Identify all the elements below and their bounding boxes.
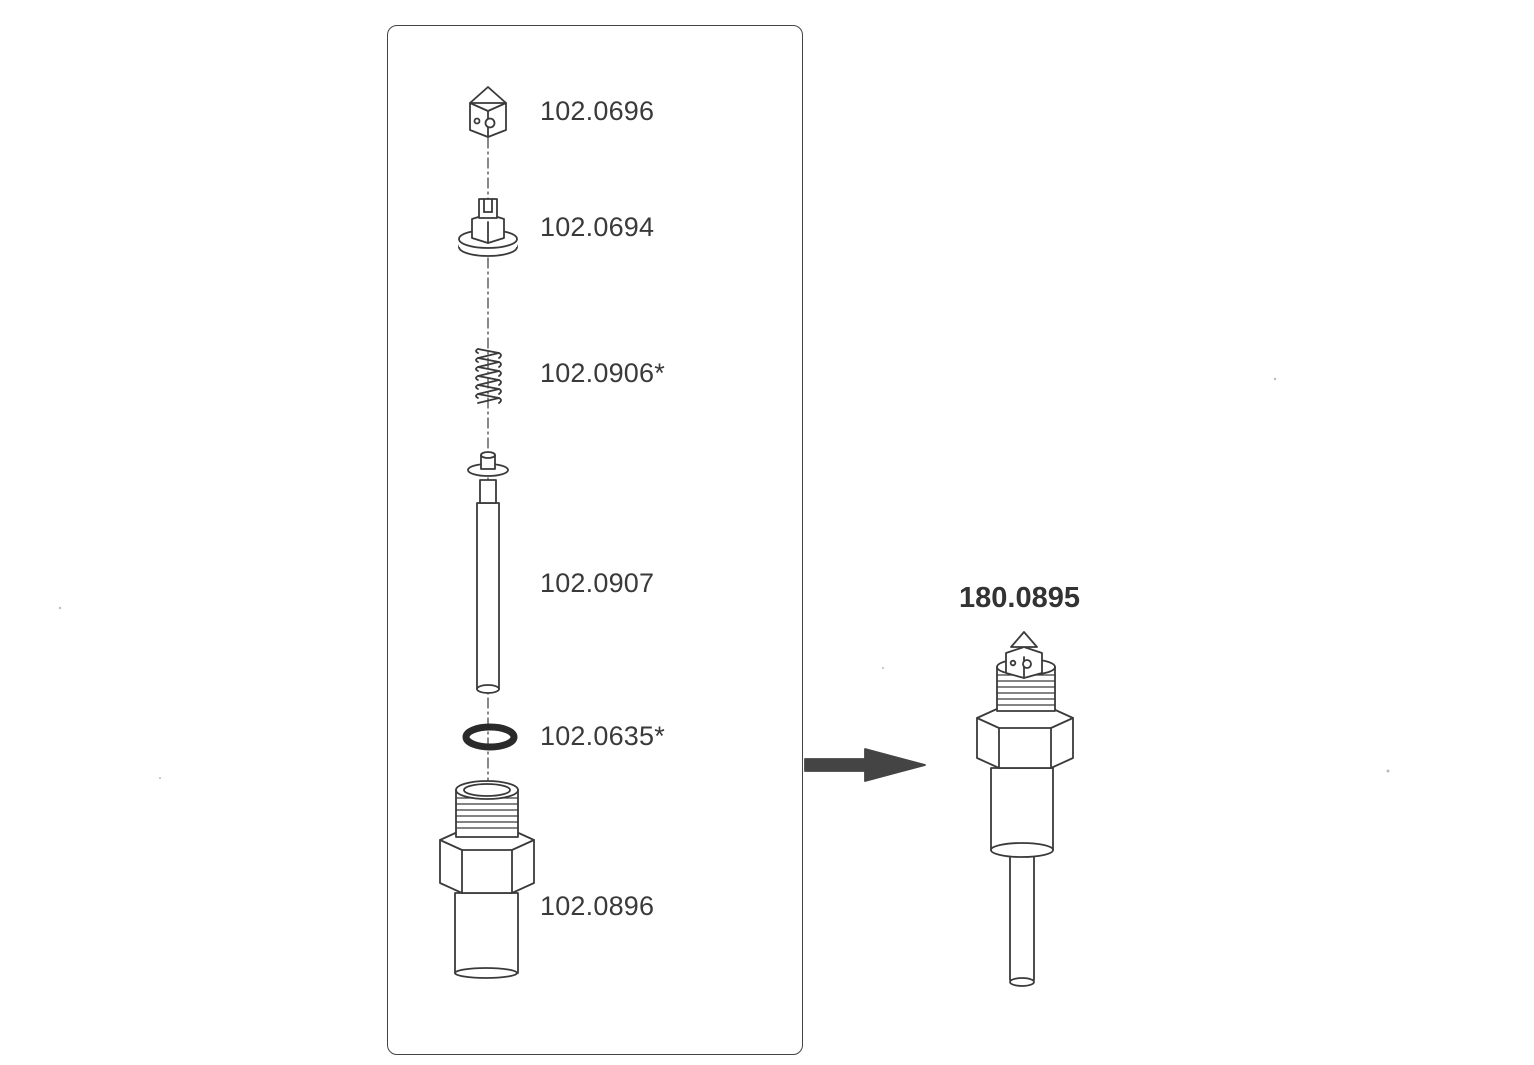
nozzle-cap-icon <box>469 86 507 138</box>
label-102-0906: 102.0906* <box>540 358 665 388</box>
label-102-0907: 102.0907 <box>540 568 655 598</box>
label-102-0694: 102.0694 <box>540 212 655 242</box>
threaded-body-icon <box>439 780 535 979</box>
scan-specks <box>58 377 1390 779</box>
label-102-0896: 102.0896 <box>540 891 655 921</box>
label-102-0635: 102.0635* <box>540 721 665 751</box>
spring-icon <box>475 348 502 404</box>
valve-seat-icon <box>458 198 518 257</box>
pin-rod-icon <box>467 451 509 694</box>
assembled-sensor-icon <box>976 631 1074 987</box>
label-102-0696: 102.0696 <box>540 96 655 126</box>
assembly-part-number: 180.0895 <box>959 582 1080 614</box>
o-ring-icon <box>462 723 518 751</box>
exploded-view-panel <box>387 25 803 1055</box>
assembly-arrow <box>804 748 926 782</box>
